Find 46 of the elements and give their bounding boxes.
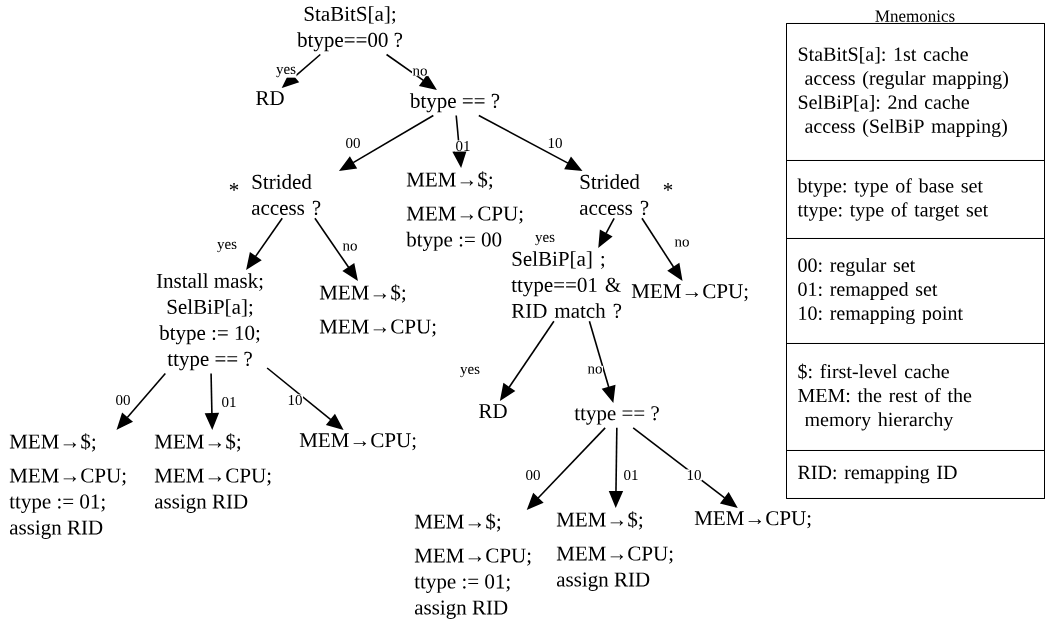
legend-section: btype: type of base set ttype: type of target set xyxy=(786,160,1045,239)
arrow xyxy=(246,217,283,270)
edge-label: 01 xyxy=(623,469,639,481)
decision-text: StaBitS[a]; btype==00 ? xyxy=(297,6,403,52)
edge-label: yes xyxy=(216,241,238,253)
arrow xyxy=(314,217,358,281)
action-text: MEM→$; MEM→CPU; ttype := 01; assign RID xyxy=(414,513,531,619)
edge-label: no xyxy=(342,242,358,252)
edge-label: 00 xyxy=(345,137,361,149)
legend-section: StaBitS[a]: 1st cache access (regular mapping) SelBiP[a]: 2nd cache access (SelBiP mapping) xyxy=(786,23,1045,161)
edge-label: 01 xyxy=(221,396,237,408)
edge-label: no xyxy=(674,238,690,248)
edge-label: 10 xyxy=(547,137,563,149)
action-text: MEM→CPU; xyxy=(299,433,416,451)
decision-text: SelBiP[a] ; ttype==01 & RID match ? xyxy=(511,251,622,319)
action-text: MEM→CPU; xyxy=(694,511,811,529)
arrow xyxy=(641,217,683,281)
action-text: MEM→$; MEM→CPU; assign RID xyxy=(154,433,271,513)
decision-text: Install mask; SelBiP[a]; btype := 10; ttype == ? xyxy=(156,273,263,371)
legend-section: RID: remapping ID xyxy=(786,450,1045,499)
result-text: RD xyxy=(256,91,284,105)
edge-label: 10 xyxy=(287,394,303,406)
decision-text: ttype == ? xyxy=(574,406,659,425)
edge-label: yes xyxy=(459,366,481,378)
asterisk: * xyxy=(229,183,239,191)
decision-text: Strided access ? xyxy=(579,174,649,216)
edge-label: yes xyxy=(275,66,297,78)
asterisk: * xyxy=(663,183,673,191)
decision-text: Strided access ? xyxy=(251,174,321,216)
action-text: MEM→$; MEM→CPU; btype := 00 xyxy=(406,171,523,251)
action-text: MEM→$; MEM→CPU; ttype := 01; assign RID xyxy=(9,433,126,539)
edge-label: 10 xyxy=(686,469,702,481)
action-text: MEM→$; MEM→CPU; xyxy=(319,284,436,337)
action-text: MEM→$; MEM→CPU; assign RID xyxy=(556,511,673,591)
decision-text: btype == ? xyxy=(409,93,500,113)
edge-label: no xyxy=(587,365,603,375)
edge-label: 01 xyxy=(455,140,471,152)
edge-label: 00 xyxy=(115,394,131,406)
edge-label: yes xyxy=(534,234,556,246)
edge-label: 00 xyxy=(525,469,541,481)
result-text: RD xyxy=(479,404,507,418)
action-text: MEM→CPU; xyxy=(631,284,748,302)
legend-section: $: first-level cache MEM: the rest of the memory hierarchy xyxy=(786,343,1045,451)
legend-section: 00: regular set 01: remapped set 10: remapping point xyxy=(786,238,1045,344)
node-label: Mnemonics xyxy=(875,10,955,22)
edge-label: no xyxy=(412,67,428,77)
